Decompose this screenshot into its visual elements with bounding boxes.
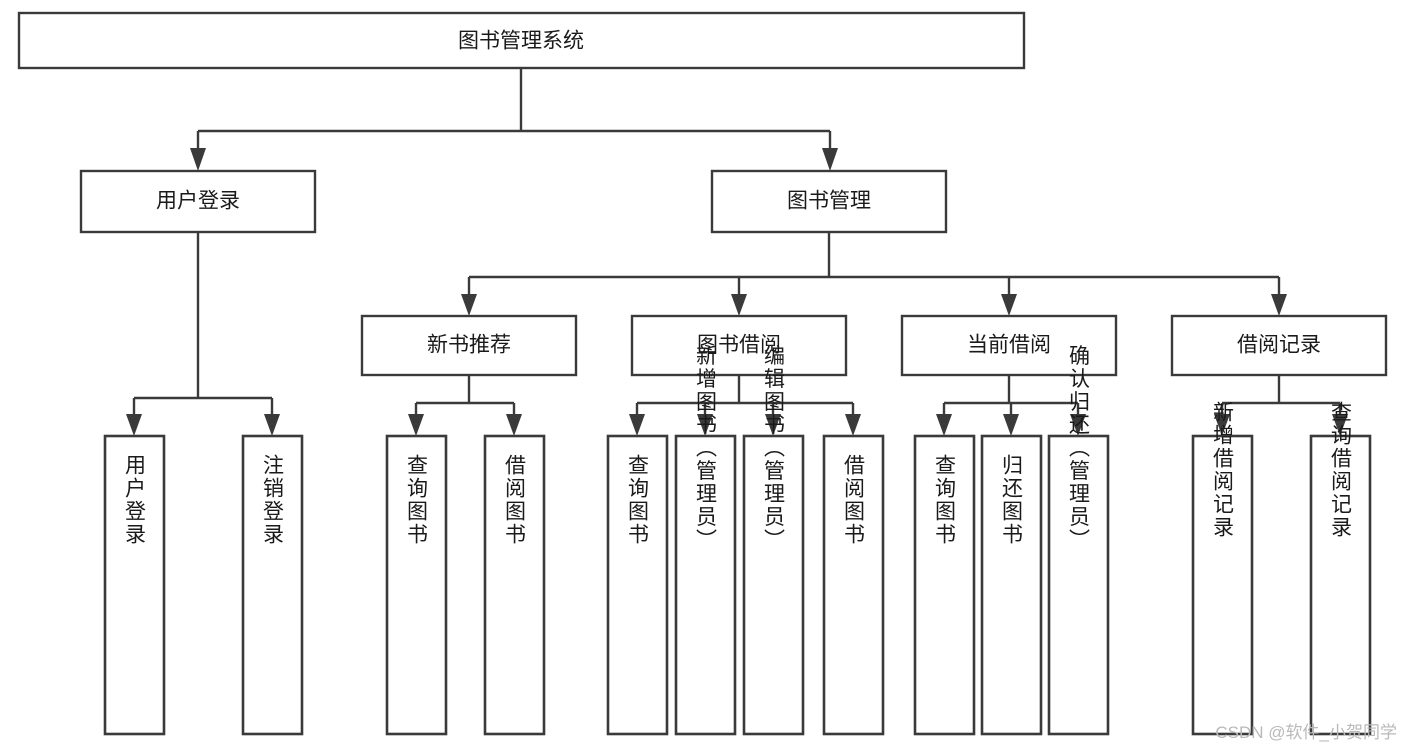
leaf-logout-box xyxy=(241,434,304,736)
arrow-head-icon xyxy=(126,414,142,436)
arrow-head-icon xyxy=(1332,414,1348,436)
arrow-head-icon xyxy=(845,414,861,436)
connector-book-management-to-level3 xyxy=(461,232,1287,316)
arrow-head-icon xyxy=(1001,294,1017,316)
connector-root-to-level2 xyxy=(190,68,838,171)
leaf-recommend-borrow-book-box xyxy=(483,434,546,736)
node-current-borrow[interactable]: 当前借阅 xyxy=(900,314,1118,377)
node-new-book-recommend[interactable]: 新书推荐 xyxy=(360,314,578,377)
leaf-borrow-borrow-book[interactable]: 借阅图书 xyxy=(822,434,885,736)
connector-user-login-to-leaves xyxy=(126,232,280,436)
leaf-query-borrow-record-label: 查询借阅记录 xyxy=(1329,401,1353,539)
leaf-edit-book-admin[interactable]: 编辑图书（管理员） xyxy=(742,345,805,736)
arrow-head-icon xyxy=(1070,414,1086,436)
node-user-login[interactable]: 用户登录 xyxy=(79,169,317,234)
leaf-confirm-return-admin-box xyxy=(1047,434,1110,736)
node-root-label: 图书管理系统 xyxy=(458,30,584,53)
arrow-head-icon xyxy=(1271,294,1287,316)
leaf-query-borrow-record-box xyxy=(1309,434,1372,736)
leaf-current-query-book[interactable]: 查询图书 xyxy=(913,434,976,736)
leaf-confirm-return-admin-label: 确认归还（管理员） xyxy=(1067,345,1091,552)
arrow-head-icon xyxy=(1003,414,1019,436)
leaf-recommend-borrow-book[interactable]: 借阅图书 xyxy=(483,434,546,736)
node-current-borrow-box xyxy=(900,314,1118,377)
node-user-login-box xyxy=(79,169,317,234)
node-new-book-recommend-label: 新书推荐 xyxy=(427,334,511,357)
leaf-current-query-book-label: 查询图书 xyxy=(933,454,957,546)
leaf-add-borrow-record-box xyxy=(1191,434,1254,736)
leaf-return-book-box xyxy=(980,434,1043,736)
leaf-add-borrow-record-label: 新增借阅记录 xyxy=(1211,401,1235,539)
leaf-borrow-query-book-box xyxy=(606,434,669,736)
leaf-confirm-return-admin[interactable]: 确认归还（管理员） xyxy=(1047,345,1110,736)
leaf-add-book-admin[interactable]: 新增图书（管理员） xyxy=(674,345,737,736)
arrow-head-icon xyxy=(765,414,781,436)
connector-new-book-recommend-to-leaves xyxy=(408,375,522,436)
arrow-head-icon xyxy=(936,414,952,436)
arrow-head-icon xyxy=(731,294,747,316)
leaf-return-book-label: 归还图书 xyxy=(1000,454,1024,546)
leaf-edit-book-admin-box xyxy=(742,434,805,736)
leaf-logout-label: 注销登录 xyxy=(261,454,285,546)
arrow-head-icon xyxy=(697,414,713,436)
leaf-user-login[interactable]: 用户登录 xyxy=(103,434,166,736)
leaf-query-borrow-record[interactable]: 查询借阅记录 xyxy=(1309,401,1372,736)
connector-current-borrow-to-leaves xyxy=(936,375,1086,436)
leaf-add-book-admin-box xyxy=(674,434,737,736)
leaf-recommend-borrow-book-label: 借阅图书 xyxy=(503,454,527,546)
node-current-borrow-label: 当前借阅 xyxy=(967,334,1051,357)
node-root[interactable]: 图书管理系统 xyxy=(17,11,1026,70)
node-book-borrow-label: 图书借阅 xyxy=(697,334,781,357)
node-book-borrow[interactable]: 图书借阅 xyxy=(630,314,848,377)
leaf-user-login-label: 用户登录 xyxy=(123,454,147,546)
connector-borrow-record-to-leaves xyxy=(1214,375,1348,436)
arrow-head-icon xyxy=(506,414,522,436)
node-user-login-label: 用户登录 xyxy=(156,190,240,213)
node-book-management[interactable]: 图书管理 xyxy=(710,169,948,234)
leaf-borrow-query-book[interactable]: 查询图书 xyxy=(606,434,669,736)
leaf-recommend-query-book[interactable]: 查询图书 xyxy=(385,434,448,736)
leaf-recommend-query-book-box xyxy=(385,434,448,736)
leaf-borrow-borrow-book-label: 借阅图书 xyxy=(842,454,866,546)
node-new-book-recommend-box xyxy=(360,314,578,377)
leaf-current-query-book-box xyxy=(913,434,976,736)
leaf-add-borrow-record[interactable]: 新增借阅记录 xyxy=(1191,401,1254,736)
leaf-borrow-borrow-book-box xyxy=(822,434,885,736)
leaf-add-book-admin-label: 新增图书（管理员） xyxy=(694,345,718,552)
node-book-management-label: 图书管理 xyxy=(787,190,871,213)
leaf-recommend-query-book-label: 查询图书 xyxy=(405,454,429,546)
leaf-logout[interactable]: 注销登录 xyxy=(241,434,304,736)
leaf-user-login-box xyxy=(103,434,166,736)
leaf-borrow-query-book-label: 查询图书 xyxy=(626,454,650,546)
arrow-head-icon xyxy=(190,148,206,171)
arrow-head-icon xyxy=(822,148,838,171)
arrow-head-icon xyxy=(1214,414,1230,436)
node-borrow-record-label: 借阅记录 xyxy=(1237,334,1321,357)
leaf-return-book[interactable]: 归还图书 xyxy=(980,434,1043,736)
arrow-head-icon xyxy=(629,414,645,436)
node-borrow-record[interactable]: 借阅记录 xyxy=(1170,314,1388,377)
arrow-head-icon xyxy=(461,294,477,316)
arrow-head-icon xyxy=(264,414,280,436)
arrow-head-icon xyxy=(408,414,424,436)
leaf-edit-book-admin-label: 编辑图书（管理员） xyxy=(762,345,786,552)
node-root-box xyxy=(17,11,1026,70)
connector-book-borrow-to-leaves xyxy=(629,375,861,436)
